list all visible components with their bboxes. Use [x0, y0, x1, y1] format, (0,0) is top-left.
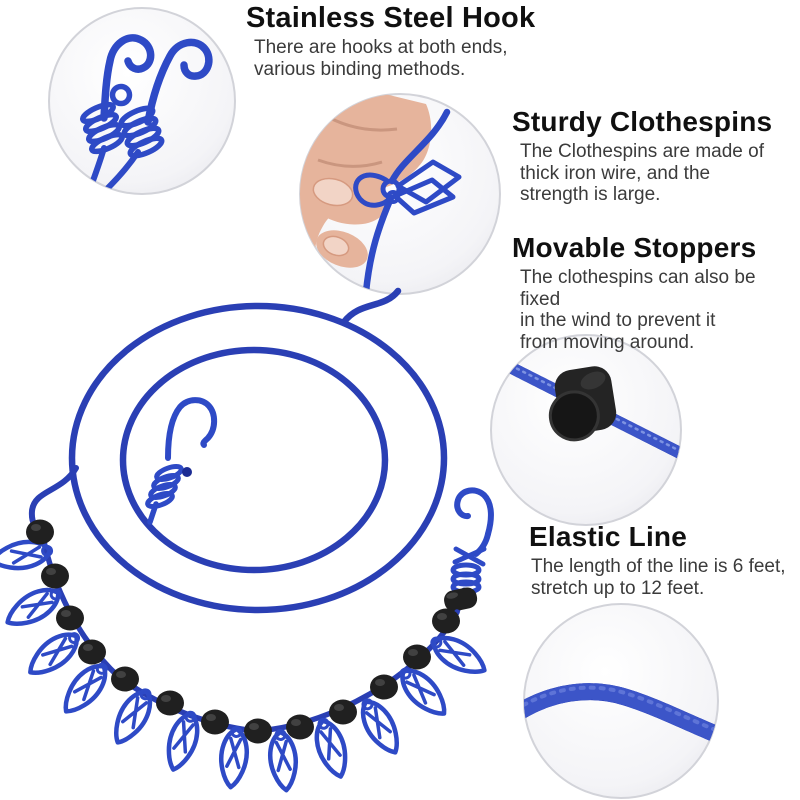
callout-title: Elastic Line — [529, 521, 688, 552]
wire-clothespin — [5, 587, 62, 626]
callout-line: stretch up to 12 feet. — [531, 577, 705, 599]
cord-stopper — [548, 366, 617, 442]
stopper-bead — [370, 674, 398, 700]
stopper-bead — [329, 699, 357, 725]
circle-frame — [48, 7, 236, 195]
callout-elastic-line: Elastic Line The length of the line is 6… — [529, 521, 786, 599]
stopper-bead — [432, 608, 460, 634]
wire-clothespin — [430, 635, 487, 674]
stopper-photo-circle — [490, 334, 682, 526]
steel-hook-right — [144, 38, 213, 126]
wire-loop — [353, 172, 394, 208]
steel-hook-left — [100, 34, 155, 122]
callout-line: in the wind to prevent it — [520, 310, 716, 331]
finger-nail — [322, 235, 350, 257]
callout-body: The clothespins can also be fixed in the… — [512, 267, 800, 353]
wire-clothespin — [219, 725, 250, 790]
clothespins-chain — [0, 539, 487, 793]
center-hook — [145, 397, 218, 525]
rope-outer-loop — [68, 302, 448, 614]
callout-line: strength is large. — [520, 184, 661, 205]
callout-line: from moving around. — [520, 331, 695, 353]
callout-body: There are hooks at both ends, various bi… — [246, 37, 535, 80]
rope-coil-right — [118, 105, 165, 159]
callout-line: There are hooks at both ends, — [254, 37, 508, 58]
callout-line: various binding methods. — [254, 58, 466, 80]
hand-clothespin-photo-circle — [299, 93, 501, 295]
movable-stopper-bead — [444, 587, 478, 612]
elastic-rope — [362, 108, 451, 294]
stopper-bead — [403, 644, 431, 670]
callout-line: The clothespins can also be fixed — [520, 267, 756, 310]
callout-body: The length of the line is 6 feet, stretc… — [529, 556, 786, 599]
wire-clothespin — [360, 698, 399, 755]
callout-stainless-steel-hook: Stainless Steel Hook There are hooks at … — [246, 2, 535, 80]
callout-title: Stainless Steel Hook — [246, 2, 536, 34]
hooks-photo-circle — [48, 7, 236, 195]
rope-coil-left — [80, 101, 125, 155]
wire-coil-2 — [386, 190, 400, 204]
thumb-nail — [312, 177, 354, 207]
wire-clothespin — [28, 632, 81, 675]
stopper-bead — [26, 519, 54, 545]
callout-movable-stoppers: Movable Stoppers The clothespins can als… — [512, 232, 800, 353]
clothesline-product — [0, 287, 494, 793]
stopper-bead — [111, 666, 139, 692]
callout-line: The Clothespins are made of — [520, 141, 764, 162]
wire-clothespin — [0, 539, 54, 571]
callout-line: thick iron wire, and the — [520, 162, 711, 184]
hook-end-knob — [182, 467, 192, 477]
wire-clothespin — [399, 667, 447, 716]
stopper-bead — [78, 639, 106, 665]
wire-clothespin — [114, 688, 153, 745]
rope-entry — [340, 287, 402, 326]
stopper-beads — [26, 519, 460, 744]
rope-knot-loop — [109, 83, 133, 107]
rope-braid-highlight — [524, 685, 718, 733]
stopper-bead — [201, 709, 229, 735]
stopper-bead — [286, 714, 314, 740]
elastic-line-photo-circle — [523, 603, 719, 799]
finger-crease — [317, 116, 398, 168]
wire-clothespin — [166, 710, 200, 772]
rope-inner-loop — [119, 346, 389, 574]
wire-coil — [380, 178, 402, 200]
callout-body: The Clothespins are made of thick iron w… — [512, 141, 772, 206]
wire-clothespin-open — [395, 159, 462, 205]
wire-clothespin — [63, 662, 108, 714]
callout-line: The length of the line is 6 feet, — [531, 556, 786, 577]
callout-title: Sturdy Clothespins — [512, 106, 773, 137]
wire-clothespin-open-2 — [392, 177, 456, 216]
stopper-bead — [41, 563, 69, 589]
stopper-bead — [156, 690, 184, 716]
wire-clothespin — [267, 728, 298, 793]
callout-sturdy-clothespins: Sturdy Clothespins The Clothespins are m… — [512, 106, 772, 206]
right-end-hook — [444, 487, 494, 616]
wire-clothespin — [314, 717, 348, 779]
stopper-bead — [244, 718, 272, 744]
rope-braid-texture — [524, 683, 718, 744]
callout-title: Movable Stoppers — [512, 232, 757, 263]
stopper-bead — [56, 605, 84, 631]
